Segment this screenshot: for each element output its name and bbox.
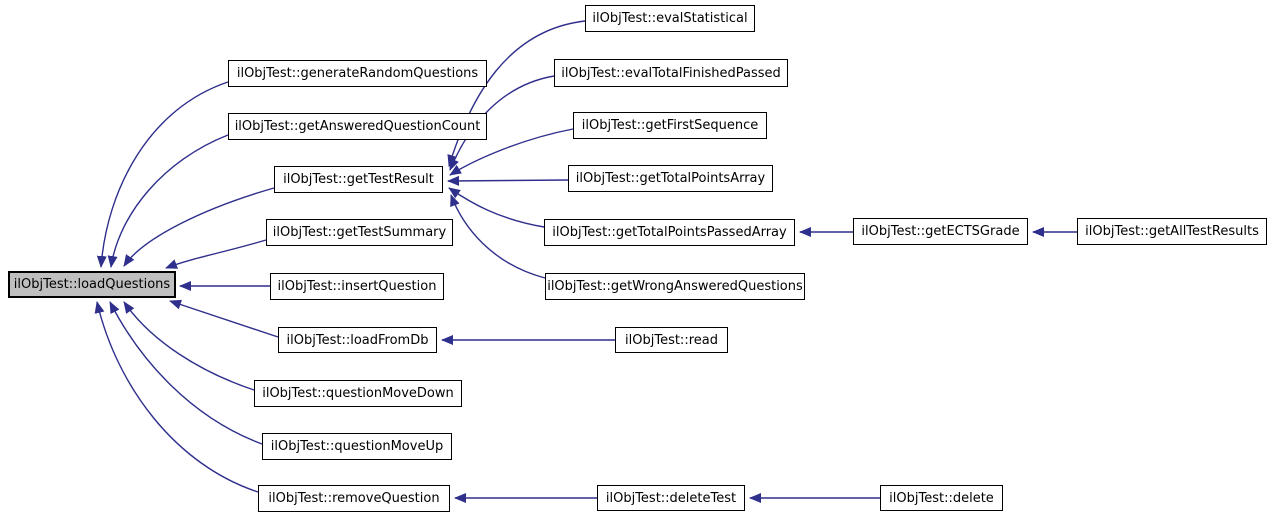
node-ilobjtest-loadfromdb[interactable]: ilObjTest::loadFromDb: [278, 327, 437, 353]
node-ilobjtest-getectsgrade[interactable]: ilObjTest::getECTSGrade: [853, 218, 1028, 245]
node-ilobjtest-getansweredquestioncount[interactable]: ilObjTest::getAnsweredQuestionCount: [228, 113, 487, 140]
node-ilobjtest-getfirstsequence[interactable]: ilObjTest::getFirstSequence: [573, 112, 767, 139]
edge-evalStatistical-getTestResult: [447, 20, 586, 167]
node-ilobjtest-questionmovedown[interactable]: ilObjTest::questionMoveDown: [254, 380, 462, 407]
edge-removeQuestion-loadQuestions: [94, 301, 259, 493]
node-ilobjtest-evalstatistical[interactable]: ilObjTest::evalStatistical: [585, 5, 755, 32]
edge-getTestSummary-loadQuestions: [165, 239, 267, 269]
node-ilobjtest-loadquestions[interactable]: ilObjTest::loadQuestions: [8, 271, 176, 298]
edge-getAnsweredQuestionCount-loadQuestions: [107, 134, 229, 268]
node-ilobjtest-gettotalpointsarray[interactable]: ilObjTest::getTotalPointsArray: [568, 165, 773, 192]
edge-getFirstSequence-getTestResult: [449, 128, 574, 176]
edge-evalTotalFinishedPassed-getTestResult: [449, 75, 555, 171]
node-ilobjtest-gettotalpointspassedarray[interactable]: ilObjTest::getTotalPointsPassedArray: [544, 219, 795, 246]
edge-generateRandomQuestions-loadQuestions: [96, 81, 229, 268]
edge-loadFromDb-loadQuestions: [169, 299, 279, 338]
node-ilobjtest-generaterandomquestions[interactable]: ilObjTest::generateRandomQuestions: [228, 60, 487, 87]
node-ilobjtest-getalltestresults[interactable]: ilObjTest::getAllTestResults: [1077, 218, 1267, 245]
node-ilobjtest-gettestresult[interactable]: ilObjTest::getTestResult: [274, 166, 443, 193]
node-ilobjtest-getwrongansweredquestions[interactable]: ilObjTest::getWrongAnsweredQuestions: [545, 273, 805, 300]
edge-getTotalPointsArray-getTestResult: [447, 175, 569, 186]
edge-getTotalPointsPassedArray-getTestResult: [448, 187, 545, 228]
node-ilobjtest-read[interactable]: ilObjTest::read: [615, 327, 728, 353]
edge-getWrongAnsweredQuestions-getTestResult: [450, 194, 546, 279]
edge-questionMoveDown-loadQuestions: [123, 301, 255, 391]
node-ilobjtest-insertquestion[interactable]: ilObjTest::insertQuestion: [270, 273, 444, 300]
node-ilobjtest-deletetest[interactable]: ilObjTest::deleteTest: [597, 485, 745, 511]
node-ilobjtest-evaltotalfinishedpassed[interactable]: ilObjTest::evalTotalFinishedPassed: [554, 59, 788, 87]
node-ilobjtest-questionmoveup[interactable]: ilObjTest::questionMoveUp: [262, 433, 452, 460]
node-ilobjtest-gettestsummary[interactable]: ilObjTest::getTestSummary: [266, 219, 453, 246]
edge-getTestResult-loadQuestions: [123, 187, 275, 267]
node-ilobjtest-removequestion[interactable]: ilObjTest::removeQuestion: [258, 485, 450, 512]
node-ilobjtest-delete[interactable]: ilObjTest::delete: [880, 485, 1003, 511]
edge-questionMoveUp-loadQuestions: [109, 301, 263, 445]
